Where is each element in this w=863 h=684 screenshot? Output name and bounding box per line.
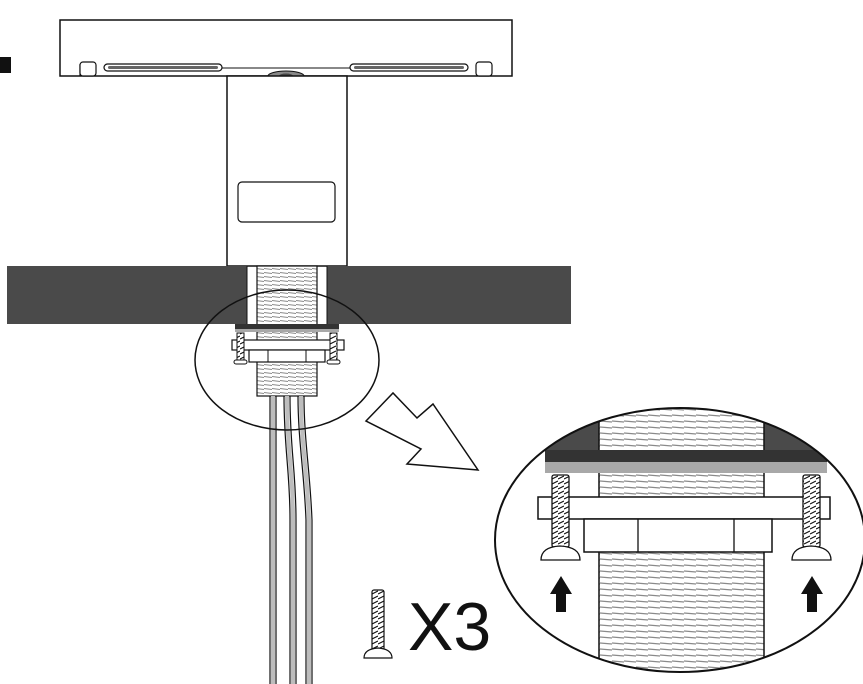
small-screw-left [236, 332, 245, 361]
zoom-screw-right [802, 474, 821, 548]
detail-callout [194, 289, 380, 431]
zoom-countertop-right [764, 408, 863, 450]
corner-mark [0, 57, 11, 73]
zoom-mounting-plate [537, 496, 831, 520]
zoom-arrow-icon [364, 391, 480, 471]
screw-icon [363, 589, 393, 659]
washer-top [235, 324, 339, 329]
faucet-body [226, 75, 348, 267]
arrow-up-icon [550, 576, 572, 612]
mounting-nut [248, 349, 326, 363]
zoom-detail [495, 408, 863, 672]
zoom-mounting-nut [583, 518, 773, 553]
zoom-circle [494, 407, 863, 673]
countertop [7, 266, 571, 324]
spout-foot-left [79, 61, 97, 77]
arrow-up-icon [801, 576, 823, 612]
zoom-screw-left [551, 474, 570, 548]
washer-bottom [235, 329, 339, 332]
sensor-window [237, 181, 336, 223]
zoom-washer-top [545, 450, 827, 462]
supply-hoses [269, 395, 313, 684]
mounting-plate [231, 339, 345, 351]
zoom-washer-bottom [545, 462, 827, 473]
zoom-countertop-left [495, 408, 599, 450]
faucet-icon [59, 19, 513, 267]
spout-head [59, 19, 513, 77]
quantity-label: X3 [408, 589, 491, 665]
small-screw-right [329, 332, 338, 361]
spout-foot-right [475, 61, 493, 77]
